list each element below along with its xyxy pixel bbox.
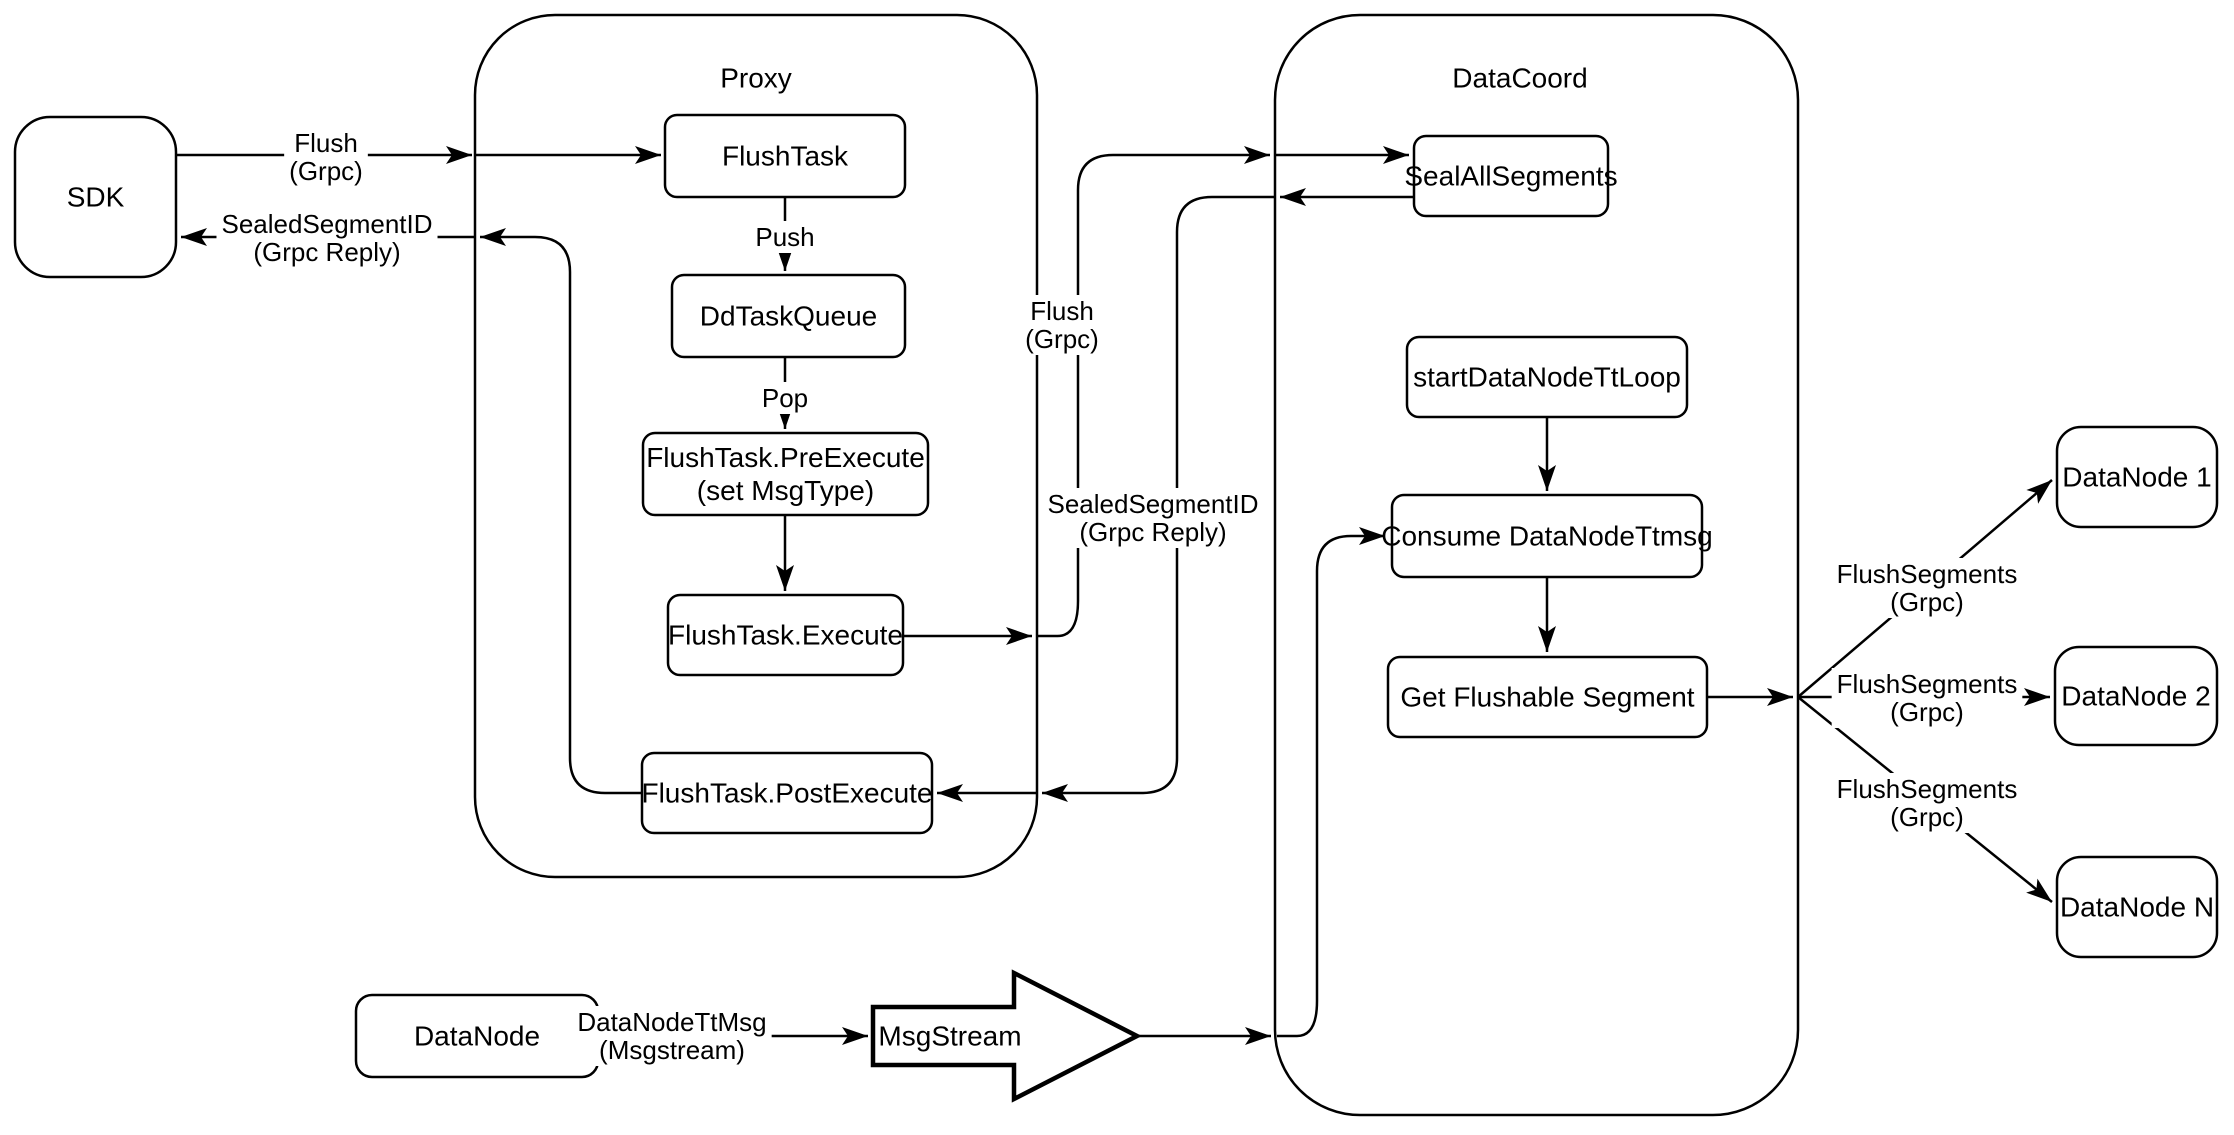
- node-flush-task-pre-execute-label-line-2: (set MsgType): [697, 475, 874, 506]
- node-seal-all-segments: SealAllSegments: [1404, 134, 1618, 218]
- edge-label-sealed-segment-id-right-line-1: SealedSegmentID: [1047, 489, 1258, 519]
- edge-datacoord-edge-to-consume: [1277, 527, 1385, 1038]
- edge-label-push: Push: [750, 221, 820, 253]
- edge-label-data-node-tt-msg: DataNodeTtMsg(Msgstream): [572, 1006, 772, 1066]
- edge-label-flush-segments-1: FlushSegments(Grpc): [1831, 558, 2023, 618]
- edge-label-pop-line-1: Pop: [762, 383, 808, 413]
- node-data-node-label: DataNode: [414, 1021, 540, 1052]
- edge-postexecute-reply-riser: [480, 228, 642, 795]
- edge-label-flush-grpc-left-line-1: Flush: [294, 128, 358, 158]
- node-flush-task-shape: [663, 113, 907, 199]
- node-data-node-1-label: DataNode 1: [2062, 462, 2211, 493]
- edge-label-background: [1042, 488, 1264, 548]
- edge-label-background: [284, 127, 368, 187]
- node-consume-data-node-ttmsg-label: Consume DataNodeTtmsg: [1381, 521, 1712, 552]
- edge-label-background: [756, 382, 814, 414]
- node-get-flushable-segment: Get Flushable Segment: [1386, 655, 1709, 739]
- edge-label-background: [216, 208, 438, 268]
- node-flush-task-pre-execute: FlushTask.PreExecute(set MsgType): [641, 431, 930, 517]
- nodes-layer: SDK FlushTaskDdTaskQueueFlushTask.PreExec…: [13, 113, 2219, 1103]
- edge-label-flush-segments-2: FlushSegments(Grpc): [1831, 668, 2023, 728]
- node-sdk: SDK: [13, 115, 178, 279]
- edge-proxy-flush-riser-to-datacoord: [1037, 146, 1270, 638]
- edge-label-data-node-tt-msg-line-2: (Msgstream): [599, 1035, 745, 1065]
- edge-label-flush-segments-1-line-1: FlushSegments: [1837, 559, 2018, 589]
- node-flush-task: FlushTask: [663, 113, 907, 199]
- node-seal-all-segments-label: SealAllSegments: [1404, 161, 1617, 192]
- node-flush-task-execute-shape: [666, 593, 905, 677]
- edge-label-flush-grpc-left: Flush(Grpc): [284, 127, 368, 187]
- node-data-node-n: DataNode N: [2055, 855, 2219, 959]
- edge-label-flush-grpc-left-line-2: (Grpc): [289, 156, 363, 186]
- node-flush-task-pre-execute-label-line-1: FlushTask.PreExecute: [646, 442, 925, 473]
- node-flush-task-post-execute: FlushTask.PostExecute: [640, 751, 934, 835]
- edge-label-sealed-segment-id-right-line-2: (Grpc Reply): [1079, 517, 1226, 547]
- edge-label-flush-segments-2-line-2: (Grpc): [1890, 697, 1964, 727]
- node-start-data-node-tt-loop: startDataNodeTtLoop: [1405, 335, 1689, 419]
- node-dd-task-queue-shape: [670, 273, 907, 359]
- node-consume-data-node-ttmsg: Consume DataNodeTtmsg: [1381, 493, 1713, 579]
- edge-label-background: [572, 1006, 772, 1066]
- node-sdk-label: SDK: [67, 182, 125, 213]
- edge-label-flush-grpc-right-line-1: Flush: [1030, 296, 1094, 326]
- edge-label-pop: Pop: [756, 382, 814, 414]
- edge-label-sealed-segment-id-right: SealedSegmentID(Grpc Reply): [1042, 488, 1264, 548]
- node-data-node-1-shape: [2055, 425, 2219, 529]
- node-sdk-shape: [13, 115, 178, 279]
- container-proxy-title: Proxy: [720, 63, 792, 94]
- edge-label-background: [1831, 668, 2023, 728]
- edge-label-data-node-tt-msg-line-1: DataNodeTtMsg: [577, 1007, 766, 1037]
- edge-label-flush-grpc-right-line-2: (Grpc): [1025, 324, 1099, 354]
- node-data-node-n-shape: [2055, 855, 2219, 959]
- edge-label-flush-segments-2-line-1: FlushSegments: [1837, 669, 2018, 699]
- node-data-node-2: DataNode 2: [2053, 645, 2219, 747]
- node-consume-data-node-ttmsg-shape: [1390, 493, 1704, 579]
- edge-label-sealed-segment-id-left: SealedSegmentID(Grpc Reply): [216, 208, 438, 268]
- edge-label-background: [750, 221, 820, 253]
- node-data-node-n-label: DataNode N: [2060, 892, 2214, 923]
- edge-labels-layer: Flush(Grpc)SealedSegmentID(Grpc Reply)Pu…: [216, 127, 2023, 1066]
- edge-label-flush-segments-n-line-1: FlushSegments: [1837, 774, 2018, 804]
- edge-label-sealed-segment-id-left-line-1: SealedSegmentID: [221, 209, 432, 239]
- edge-label-background: [1831, 558, 2023, 618]
- edge-label-flush-grpc-right: Flush(Grpc): [1020, 295, 1104, 355]
- node-flush-task-label: FlushTask: [722, 141, 849, 172]
- edge-label-sealed-segment-id-left-line-2: (Grpc Reply): [253, 237, 400, 267]
- edge-label-flush-segments-n: FlushSegments(Grpc): [1831, 773, 2023, 833]
- node-data-node-2-shape: [2053, 645, 2219, 747]
- node-get-flushable-segment-shape: [1386, 655, 1709, 739]
- node-dd-task-queue: DdTaskQueue: [670, 273, 907, 359]
- node-seal-all-segments-shape: [1412, 134, 1610, 218]
- edge-label-flush-segments-n-line-2: (Grpc): [1890, 802, 1964, 832]
- node-start-data-node-tt-loop-label: startDataNodeTtLoop: [1413, 362, 1681, 393]
- node-start-data-node-tt-loop-shape: [1405, 335, 1689, 419]
- edge-label-background: [1831, 773, 2023, 833]
- node-flush-task-post-execute-shape: [640, 751, 934, 835]
- msgstream-block-arrow: MsgStream: [870, 969, 1142, 1103]
- node-flush-task-post-execute-label: FlushTask.PostExecute: [641, 778, 932, 809]
- edge-label-push-line-1: Push: [755, 222, 814, 252]
- container-datacoord-title: DataCoord: [1452, 63, 1587, 94]
- node-flush-task-execute: FlushTask.Execute: [666, 593, 905, 677]
- edge-label-flush-segments-1-line-2: (Grpc): [1890, 587, 1964, 617]
- edge-label-background: [1020, 295, 1104, 355]
- node-data-node-1: DataNode 1: [2055, 425, 2219, 529]
- msgstream-label: MsgStream: [878, 1021, 1021, 1052]
- node-flush-task-execute-label: FlushTask.Execute: [668, 620, 903, 651]
- msgstream-block-arrow-shape: [870, 969, 1142, 1103]
- node-data-node: DataNode: [354, 993, 600, 1079]
- node-flush-task-pre-execute-shape: [641, 431, 930, 517]
- node-get-flushable-segment-label: Get Flushable Segment: [1400, 682, 1694, 713]
- node-dd-task-queue-label: DdTaskQueue: [700, 301, 877, 332]
- node-data-node-2-label: DataNode 2: [2061, 681, 2210, 712]
